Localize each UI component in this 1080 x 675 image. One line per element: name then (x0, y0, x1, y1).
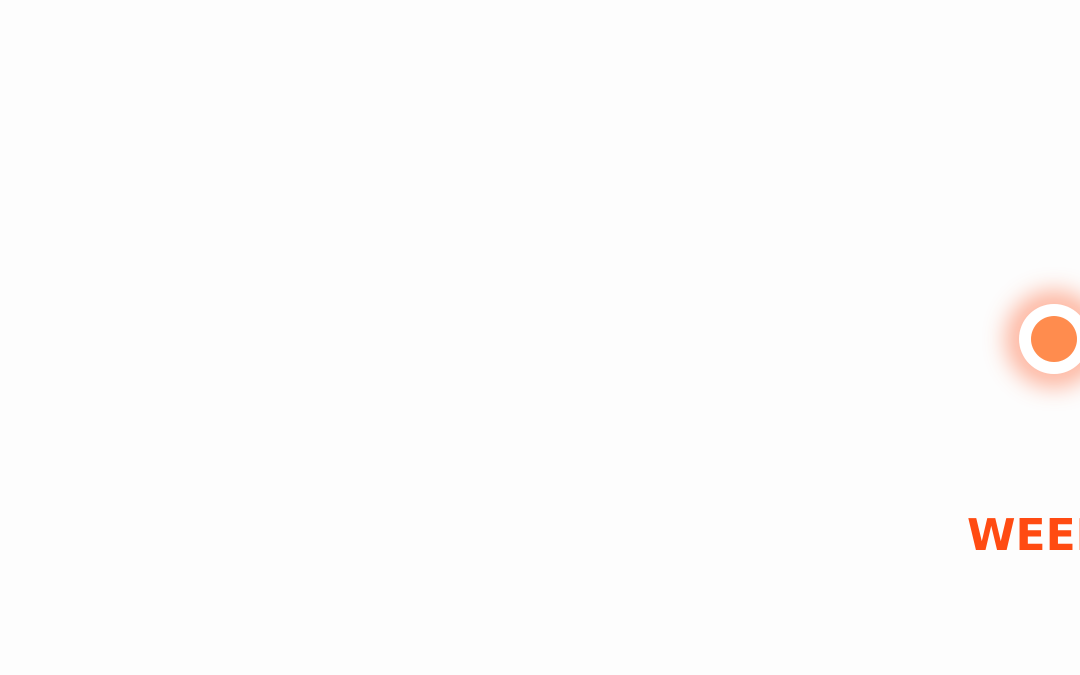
timeline-marker (1019, 304, 1080, 374)
week-heading: WEEK (967, 510, 1080, 561)
timeline-dot-icon (1031, 316, 1077, 362)
